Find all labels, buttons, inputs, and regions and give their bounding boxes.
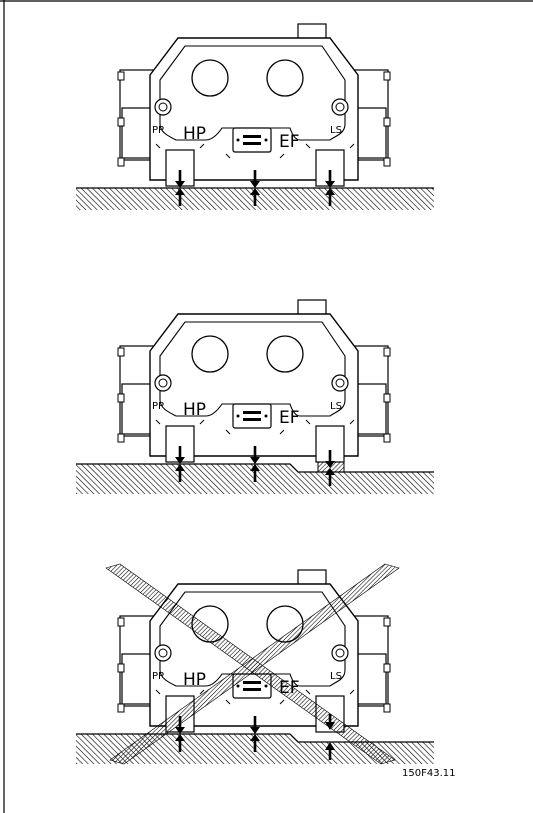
pump-body — [117, 299, 391, 463]
port-label-pp: PP — [152, 125, 164, 136]
port-label-hp: HP — [183, 124, 206, 144]
port-label-pp: PP — [152, 401, 164, 412]
port-label-pp: PP — [152, 671, 164, 682]
port-label-ls: LS — [330, 401, 342, 412]
port-label-ef: EF — [279, 408, 300, 428]
port-label-ef: EF — [279, 132, 300, 152]
port-label-hp: HP — [183, 670, 206, 690]
panel-incorrect-mounting: PP HP EF LS — [76, 563, 434, 765]
figure-code: 150F43.11 — [402, 768, 455, 779]
port-label-hp: HP — [183, 400, 206, 420]
port-label-ls: LS — [330, 671, 342, 682]
panel-flat-surface: PP HP EF LS — [76, 23, 434, 210]
panel-stepped-surface: PP HP EF LS — [76, 299, 434, 494]
pump-body — [117, 23, 391, 187]
port-label-ls: LS — [330, 125, 342, 136]
cross-out-mark — [105, 563, 400, 765]
